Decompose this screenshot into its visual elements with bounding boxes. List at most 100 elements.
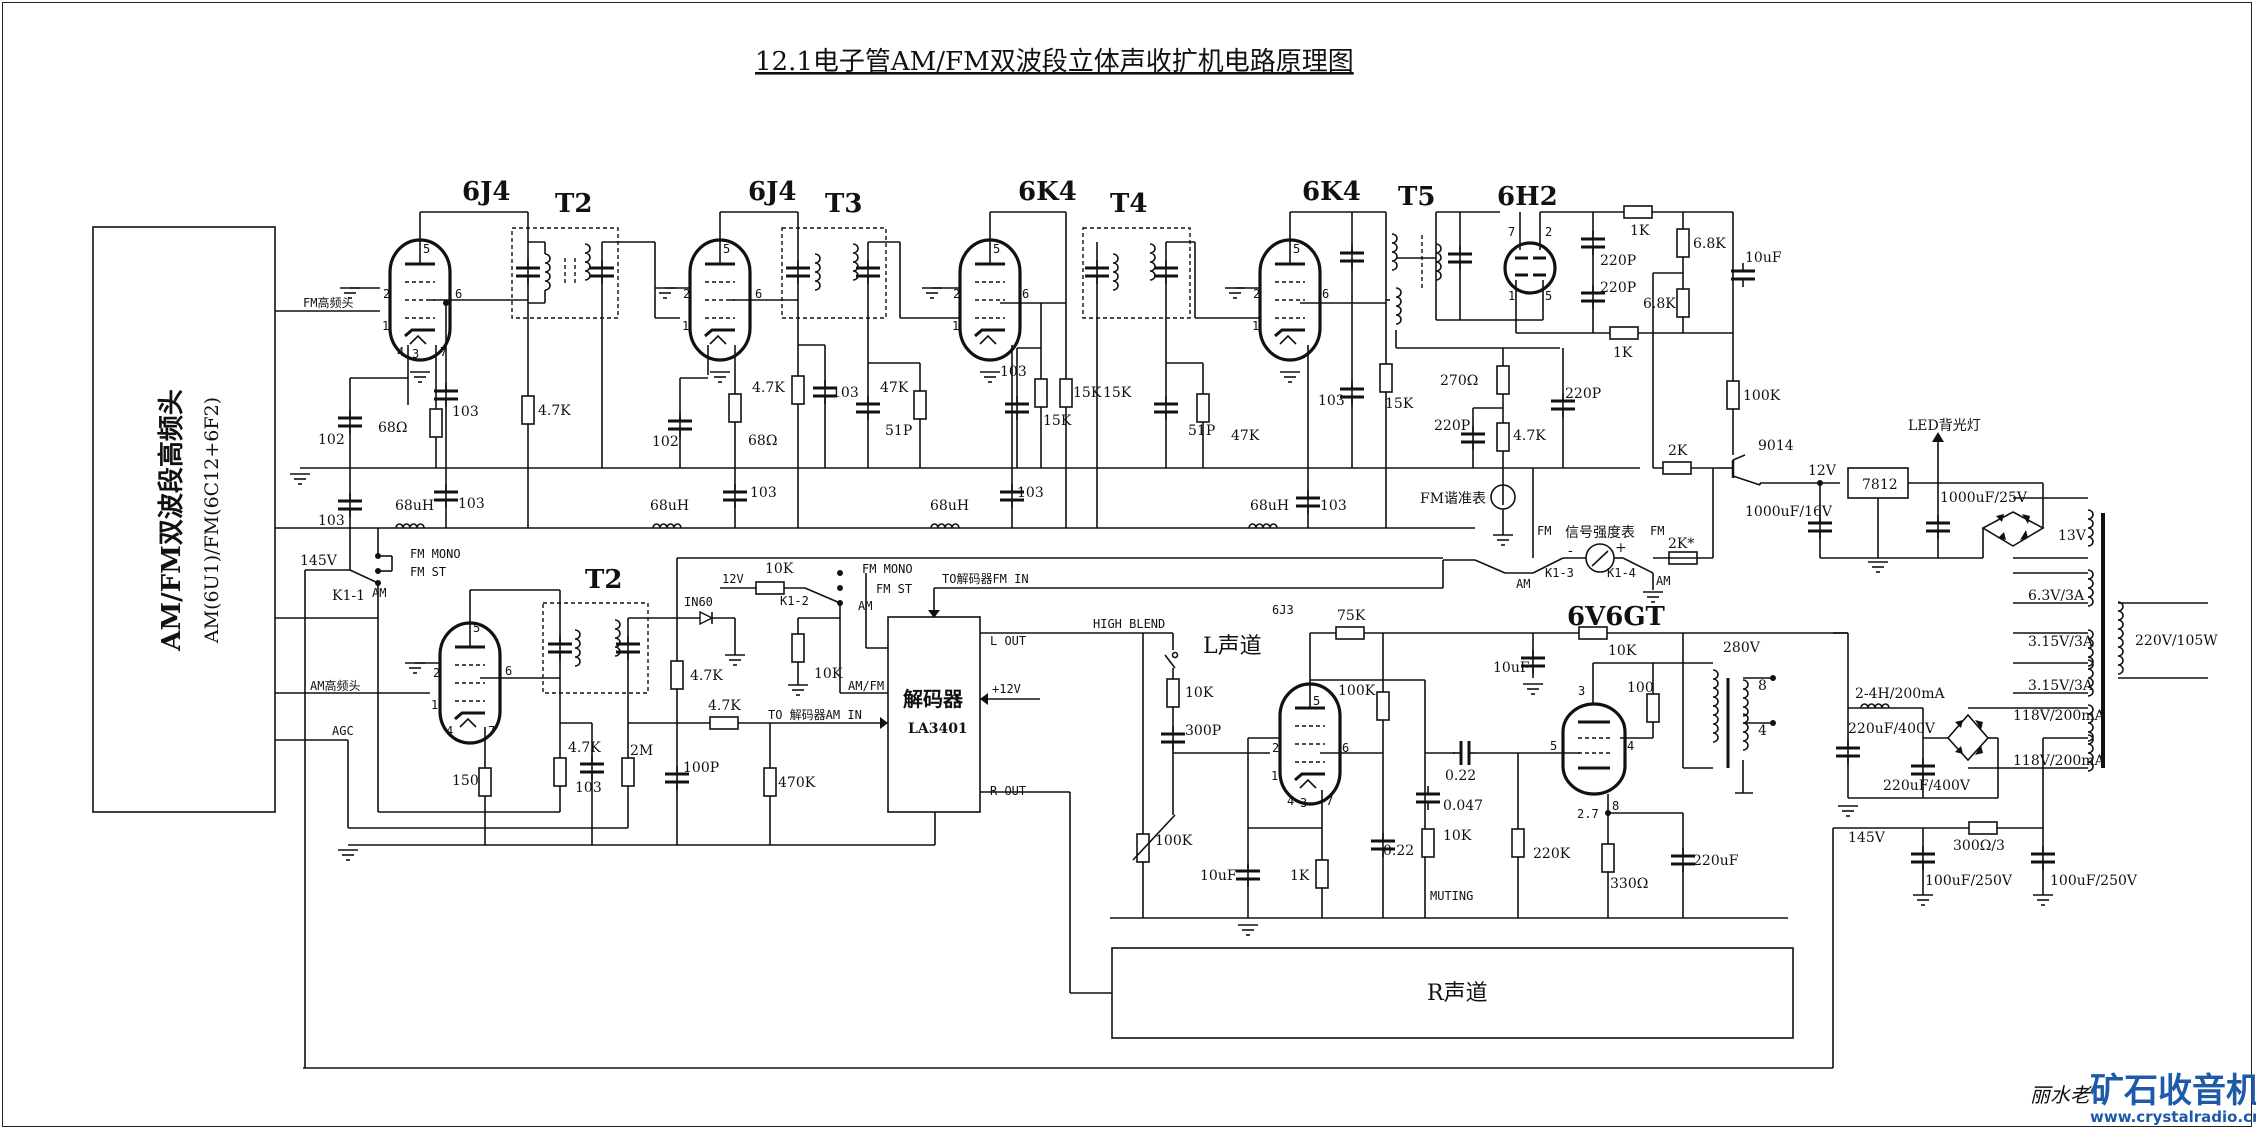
fm-head-label: FM高频头 (303, 295, 353, 310)
svg-text:AM: AM (1656, 574, 1670, 588)
svg-text:AM/FM: AM/FM (848, 679, 884, 693)
svg-text:1000uF/25V: 1000uF/25V (1940, 490, 2028, 506)
svg-text:51P: 51P (885, 423, 912, 439)
svg-text:220uF/400V: 220uF/400V (1883, 778, 1971, 794)
svg-text:3.15V/3A: 3.15V/3A (2028, 634, 2094, 650)
svg-text:2: 2 (1545, 225, 1552, 239)
svg-text:6J4: 6J4 (748, 177, 796, 207)
svg-text:1: 1 (382, 319, 389, 333)
l-channel-label: L声道 (1203, 634, 1262, 659)
svg-text:103: 103 (458, 496, 485, 512)
svg-text:103: 103 (1318, 393, 1345, 409)
svg-text:1: 1 (431, 698, 438, 712)
svg-text:220uF/400V: 220uF/400V (1848, 721, 1936, 737)
svg-text:2M: 2M (630, 743, 653, 759)
svg-text:TO 解码器AM IN: TO 解码器AM IN (768, 708, 862, 722)
svg-text:6J3: 6J3 (1272, 603, 1294, 617)
svg-text:6.8K: 6.8K (1693, 236, 1726, 252)
svg-text:6: 6 (1322, 287, 1329, 301)
svg-text:+: + (1615, 540, 1627, 556)
tube-6h2-detector (1503, 241, 1557, 295)
svg-text:4.7K: 4.7K (1513, 428, 1546, 444)
svg-text:8: 8 (1758, 678, 1767, 694)
svg-text:100K: 100K (1155, 833, 1193, 849)
svg-text:8: 8 (1612, 799, 1619, 813)
svg-text:AM: AM (1516, 577, 1530, 591)
diagram-title: 12.1电子管AM/FM双波段立体声收扩机电路原理图 (755, 47, 1354, 77)
svg-text:1K: 1K (1630, 223, 1650, 239)
svg-text:4.7K: 4.7K (708, 698, 741, 714)
svg-text:118V/200mA: 118V/200mA (2013, 753, 2106, 769)
svg-text:2K*: 2K* (1668, 536, 1694, 552)
svg-text:IN60: IN60 (684, 595, 713, 609)
svg-text:47K: 47K (880, 380, 909, 396)
tuner-subtitle: AM(6U1)/FM(6C12+6F2) (201, 397, 223, 644)
svg-text:220uF: 220uF (1693, 853, 1739, 869)
svg-text:2: 2 (1272, 741, 1279, 755)
svg-text:T4: T4 (1110, 189, 1147, 219)
svg-text:4.7K: 4.7K (690, 668, 723, 684)
svg-text:FM ST: FM ST (876, 582, 912, 596)
svg-text:5: 5 (1313, 694, 1320, 708)
svg-text:4.7K: 4.7K (568, 740, 601, 756)
led-backlight-label: LED背光灯 (1908, 418, 1981, 434)
watermark-signature: 丽水老 (2030, 1083, 2092, 1107)
svg-text:4.7K: 4.7K (538, 403, 571, 419)
svg-text:68Ω: 68Ω (748, 433, 777, 449)
transformer-t5 (1391, 233, 1442, 325)
svg-text:100P: 100P (683, 760, 719, 776)
svg-text:T3: T3 (825, 189, 862, 219)
svg-text:100: 100 (1627, 680, 1654, 696)
svg-text:3.15V/3A: 3.15V/3A (2028, 678, 2094, 694)
svg-text:L OUT: L OUT (990, 634, 1026, 648)
svg-text:15K: 15K (1043, 413, 1072, 429)
svg-text:5: 5 (723, 242, 730, 256)
svg-text:470K: 470K (778, 775, 816, 791)
svg-text:1: 1 (1271, 769, 1278, 783)
tuner-title: AM/FM双波段高频头 (156, 389, 187, 652)
transformer-t3 (781, 227, 887, 319)
svg-text:300P: 300P (1185, 723, 1221, 739)
svg-text:103: 103 (1000, 364, 1027, 380)
svg-text:T2: T2 (585, 565, 622, 595)
svg-text:68uH: 68uH (650, 498, 689, 514)
svg-text:K1-3: K1-3 (1545, 566, 1574, 580)
svg-text:4: 4 (1627, 739, 1634, 753)
watermark-url: www.crystalradio.cn (2090, 1108, 2256, 1126)
svg-text:15K: 15K (1385, 396, 1414, 412)
svg-text:解码器: 解码器 (903, 687, 964, 711)
svg-text:6.8K: 6.8K (1643, 296, 1676, 312)
svg-text:330Ω: 330Ω (1610, 876, 1648, 892)
decoder-ic-la3401 (887, 616, 981, 813)
svg-text:3: 3 (1578, 684, 1585, 698)
watermark-brand: 矿石收音机 (2090, 1071, 2256, 1111)
tube-6v6gt-l-output (1561, 702, 1627, 796)
transformer-t2 (511, 227, 619, 319)
svg-text:1: 1 (682, 319, 689, 333)
svg-text:10K: 10K (1185, 685, 1214, 701)
svg-text:5: 5 (423, 242, 430, 256)
svg-text:15K: 15K (1073, 385, 1102, 401)
svg-text:220P: 220P (1600, 253, 1636, 269)
svg-text:2: 2 (1253, 287, 1260, 301)
svg-text:10K: 10K (814, 666, 843, 682)
svg-text:220P: 220P (1565, 386, 1601, 402)
svg-text:103: 103 (1320, 498, 1347, 514)
svg-text:0.22: 0.22 (1383, 843, 1414, 859)
primary-label: 220V/105W (2135, 633, 2218, 649)
svg-text:102: 102 (652, 434, 679, 450)
svg-text:68uH: 68uH (395, 498, 434, 514)
svg-text:AM: AM (372, 586, 386, 600)
svg-text:6H2: 6H2 (1497, 182, 1558, 212)
tube-label-s1: 6J4 (462, 177, 510, 207)
transformer-t2-am (542, 602, 649, 694)
bridge-rectifier-13v (1981, 511, 2045, 547)
svg-text:145V: 145V (1848, 830, 1886, 846)
svg-text:FM: FM (1537, 524, 1551, 538)
svg-text:HIGH BLEND: HIGH BLEND (1093, 617, 1165, 631)
svg-text:1: 1 (952, 319, 959, 333)
svg-text:4: 4 (397, 345, 404, 359)
svg-text:51P: 51P (1188, 423, 1215, 439)
svg-text:6: 6 (1342, 741, 1349, 755)
